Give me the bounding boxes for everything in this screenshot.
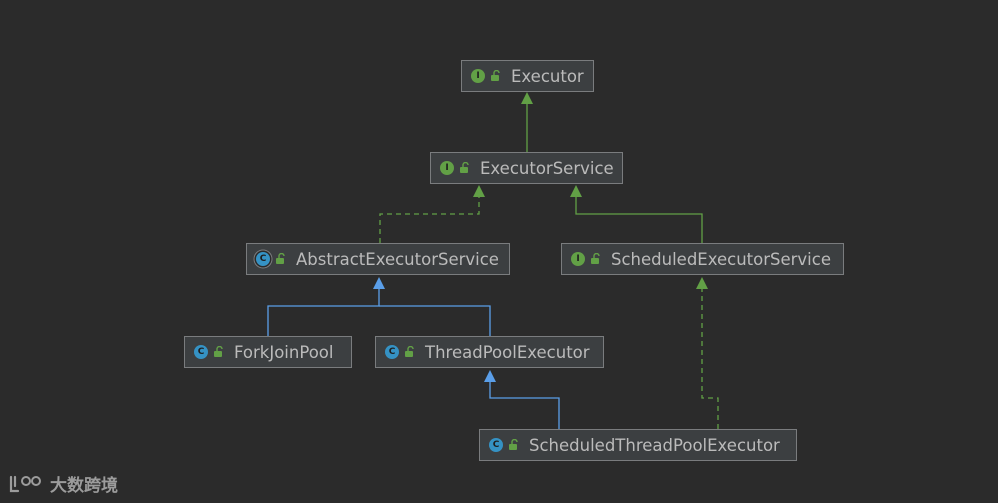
class-icon: C [194,345,208,359]
node-label: Executor [511,66,584,86]
class-icon: C [489,438,503,452]
node-fork-join-pool[interactable]: C ForkJoinPool [184,336,352,368]
edge-scheduledtpe-scheduledes [701,289,719,429]
unlocked-icon [214,346,223,357]
node-executor-service[interactable]: I ExecutorService [430,152,623,184]
node-scheduled-executor-service[interactable]: I ScheduledExecutorService [561,243,844,275]
edge-forkjoin-abstract [267,289,380,336]
edge-scheduledtpe-threadpool [489,382,560,429]
interface-icon: I [571,252,585,266]
unlocked-icon [460,162,469,173]
node-label: ScheduledExecutorService [611,249,831,269]
watermark-text: 大数跨境 [50,476,118,496]
edge-abstract-executorservice [379,197,480,243]
interface-icon: I [440,161,454,175]
node-label: ThreadPoolExecutor [425,342,590,362]
class-icon: C [385,345,399,359]
arrowhead-executorservice-left [473,185,485,197]
unlocked-icon [405,346,414,357]
unlocked-icon [509,439,518,450]
watermark: 大数跨境 [8,471,118,496]
node-label: ScheduledThreadPoolExecutor [529,435,780,455]
node-executor[interactable]: I Executor [461,60,594,92]
unlocked-icon [276,253,285,264]
arrowhead-executorservice-right [570,185,582,197]
node-scheduled-thread-pool-executor[interactable]: C ScheduledThreadPoolExecutor [479,429,797,461]
node-label: ExecutorService [480,158,614,178]
node-label: ForkJoinPool [234,342,334,362]
edge-threadpool-abstract [379,305,491,336]
node-label: AbstractExecutorService [296,249,499,269]
watermark-logo-icon [9,475,41,492]
arrowhead-executor [521,92,533,104]
unlocked-icon [591,253,600,264]
arrowhead-threadpool [484,370,496,382]
abstract-class-icon: C [256,252,270,266]
node-thread-pool-executor[interactable]: C ThreadPoolExecutor [375,336,604,368]
node-abstract-executor-service[interactable]: C AbstractExecutorService [246,243,510,275]
interface-icon: I [471,69,485,83]
arrowhead-abstract [373,277,385,289]
arrowhead-scheduledes [696,277,708,289]
unlocked-icon [491,70,500,81]
edge-scheduled-executorservice [575,197,703,243]
